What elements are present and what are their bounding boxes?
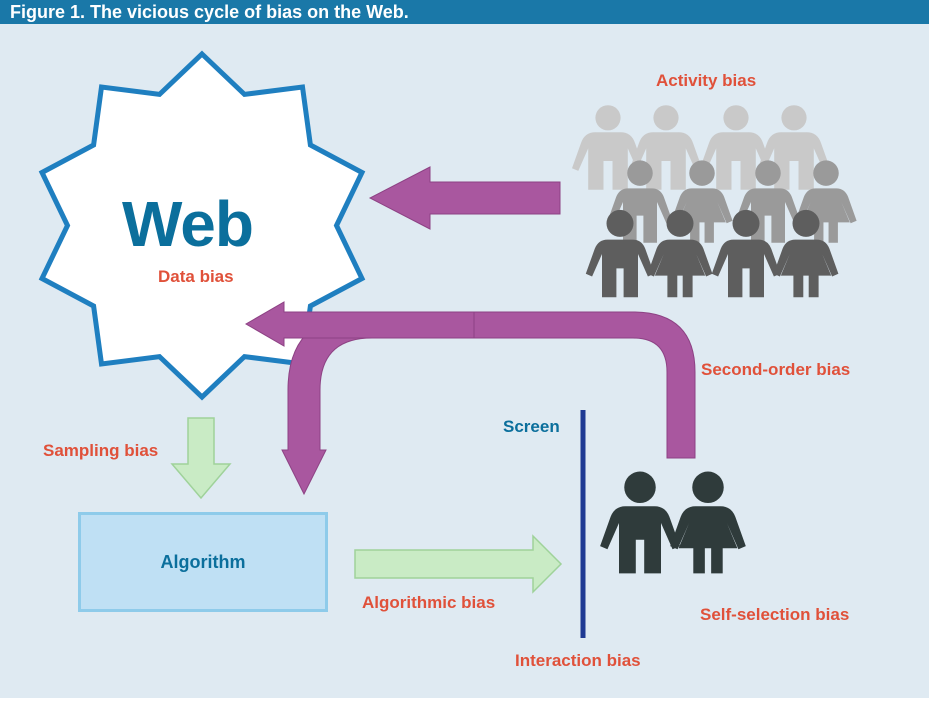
self-selection-bias-label: Self-selection bias [700, 605, 850, 624]
activity-bias-label: Activity bias [656, 71, 757, 90]
sampling-bias-label: Sampling bias [43, 441, 159, 460]
algorithm-box: Algorithm [78, 512, 328, 612]
algorithmic-arrow-icon [354, 534, 563, 594]
screen-label: Screen [503, 417, 560, 436]
web-label: Web [122, 188, 254, 260]
figure-header: Figure 1. The vicious cycle of bias on t… [0, 0, 929, 24]
user-pair-icon [600, 471, 746, 574]
figure-title: Figure 1. The vicious cycle of bias on t… [10, 2, 409, 22]
activity-arrow-icon [368, 166, 561, 230]
data-bias-label: Data bias [158, 267, 234, 286]
algorithmic-bias-label: Algorithmic bias [362, 593, 496, 612]
sampling-arrow-icon [170, 417, 232, 500]
crowd-middle-row-icon [607, 160, 857, 243]
interaction-bias-label: Interaction bias [515, 651, 641, 670]
algorithm-label: Algorithm [160, 551, 246, 572]
second-order-arrow-icon [281, 311, 696, 496]
second-order-web-arrow-icon [245, 301, 475, 347]
second-order-bias-label: Second-order bias [701, 360, 851, 379]
